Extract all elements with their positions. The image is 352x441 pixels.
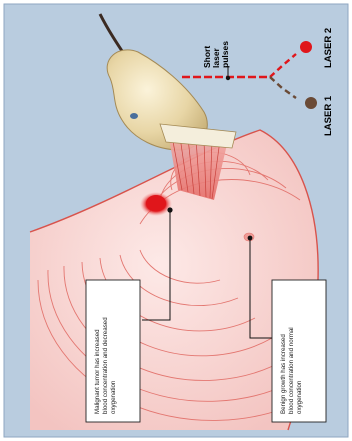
malignant-callout-line-1: Malignant tumor has increased [94,329,101,414]
malignant-callout-line-3: oxygenation [110,380,117,414]
laser2-label: LASER 2 [323,28,334,68]
short-pulses-line-3: pulses [220,41,230,68]
malignant-callout-line-2: blood concentration and decreased [102,317,109,414]
benign-callout-line-1: Benign growth has increased [280,334,287,414]
malignant-leader-dot [167,207,172,212]
probe-window [130,113,138,119]
short-pulses-dot [226,76,230,80]
laser1-source [305,97,317,109]
malignant-tumor [146,195,166,211]
benign-leader-dot [248,236,253,241]
benign-callout-line-2: blood concentration and normal [288,327,295,414]
laser1-label: LASER 1 [323,95,334,136]
benign-callout-line-3: oxygenation [296,380,303,414]
laser2-source [300,41,312,53]
